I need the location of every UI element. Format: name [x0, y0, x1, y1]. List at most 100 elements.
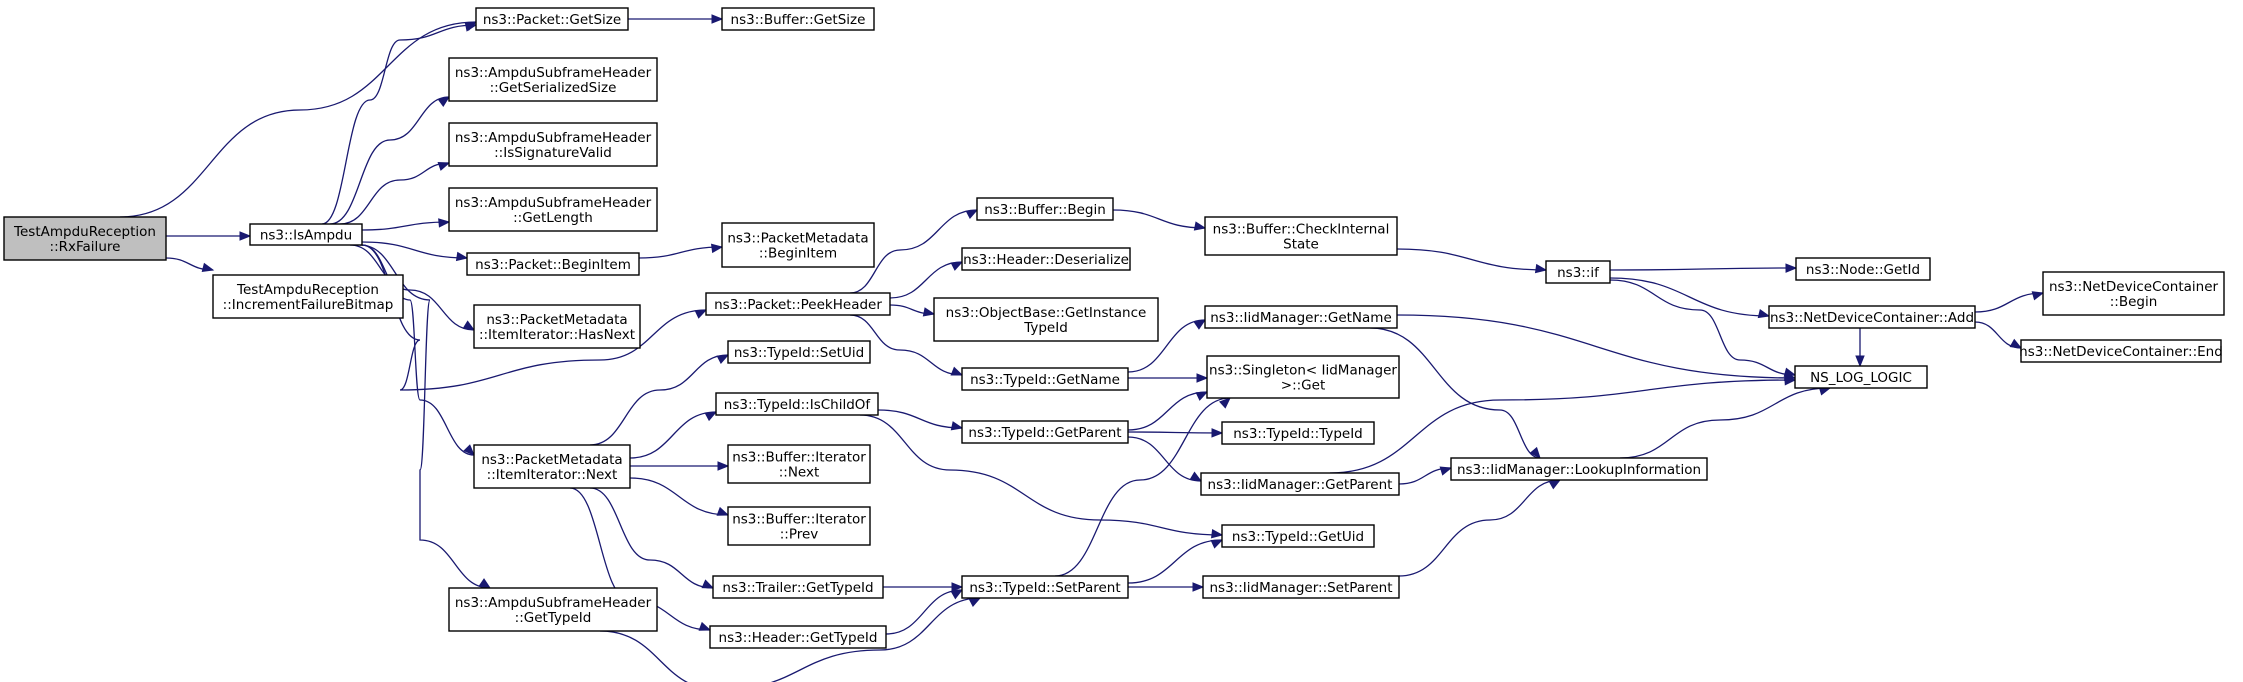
function-node-packet_peekheader[interactable]: ns3::Packet::PeekHeader [705, 292, 891, 316]
function-node-typeid_setparent[interactable]: ns3::TypeId::SetParent [961, 575, 1129, 599]
node-box [1221, 421, 1375, 445]
function-node-inc_failure[interactable]: TestAmpduReception::IncrementFailureBitm… [212, 274, 404, 319]
function-node-node_getid[interactable]: ns3::Node::GetId [1795, 257, 1931, 281]
function-node-buffer_iter_prev[interactable]: ns3::Buffer::Iterator::Prev [727, 506, 871, 546]
node-box [715, 392, 879, 416]
node-box [976, 197, 1114, 221]
arrow-head [2009, 338, 2023, 349]
function-node-packet_getsize[interactable]: ns3::Packet::GetSize [475, 7, 629, 31]
node-box [212, 274, 404, 319]
node-box [712, 575, 884, 599]
arrow-head [717, 461, 730, 471]
call-edge-iid_setparent-to-iid_lookup [1398, 479, 1561, 577]
call-edge-typeid_getname-to-iid_getname [1127, 319, 1206, 373]
arrow-head [437, 161, 451, 171]
arrow-head [694, 309, 708, 319]
function-node-typeid_getparent[interactable]: ns3::TypeId::GetParent [961, 420, 1129, 444]
function-node-buffer_iter_next[interactable]: ns3::Buffer::Iterator::Next [727, 444, 871, 484]
function-node-singleton_get[interactable]: ns3::Singleton< IidManager>::Get [1206, 355, 1400, 399]
arrow-head [2031, 291, 2045, 301]
call-edge-iid_getname-to-iid_lookup [1369, 327, 1541, 459]
arrow-head [710, 243, 724, 254]
function-node-typeid_setuid[interactable]: ns3::TypeId::SetUid [727, 340, 871, 364]
function-node-is_ampdu[interactable]: ns3::IsAmpdu [249, 223, 363, 246]
node-label-line: ns3::TypeId::GetUid [1232, 529, 1364, 545]
arrow-head [239, 231, 252, 241]
function-node-pm_beginitem[interactable]: ns3::PacketMetadata::BeginItem [721, 222, 875, 268]
arrow-head [716, 506, 730, 516]
arrow-head [1534, 263, 1548, 274]
function-node-iid_getparent[interactable]: ns3::IidManager::GetParent [1200, 472, 1400, 496]
call-edge-ns3_if-to-node_getid [1609, 267, 1797, 271]
arrow-head [462, 320, 476, 331]
node-label-line: NS_LOG_LOGIC [1810, 370, 1912, 386]
node-label-line: ::GetSerializedSize [490, 80, 617, 96]
function-node-ndc_end[interactable]: ns3::NetDeviceContainer::End [2019, 339, 2223, 363]
function-node-ndc_add[interactable]: ns3::NetDeviceContainer::Add [1768, 305, 1976, 329]
function-node-ndc_begin[interactable]: ns3::NetDeviceContainer::Begin [2042, 271, 2225, 316]
function-node-ampdu_signature[interactable]: ns3::AmpduSubframeHeader::IsSignatureVal… [448, 122, 658, 167]
node-box [448, 122, 658, 167]
call-edge-rx_failure-to-packet_getsize [119, 21, 477, 218]
function-node-iid_getname[interactable]: ns3::IidManager::GetName [1204, 305, 1398, 329]
function-node-ampdu_length[interactable]: ns3::AmpduSubframeHeader::GetLength [448, 187, 658, 232]
node-label-line: ns3::AmpduSubframeHeader [455, 65, 652, 81]
call-edge-ndc_add-to-ndc_begin [1974, 292, 2044, 313]
node-box [1768, 305, 1976, 329]
function-node-ampdu_gettypeid[interactable]: ns3::AmpduSubframeHeader::GetTypeId [448, 587, 658, 632]
function-node-pm_next[interactable]: ns3::PacketMetadata::ItemIterator::Next [473, 444, 631, 489]
arrow-head [1784, 375, 1797, 386]
arrow-head [968, 597, 982, 608]
function-node-typeid_ischildof[interactable]: ns3::TypeId::IsChildOf [715, 392, 879, 416]
node-label-line: ns3::NetDeviceContainer::End [2019, 344, 2223, 360]
arrow-head [1785, 263, 1798, 273]
function-node-packet_beginitem[interactable]: ns3::Packet::BeginItem [466, 252, 640, 276]
node-label-line: ::Prev [780, 527, 819, 543]
function-node-typeid_getname[interactable]: ns3::TypeId::GetName [961, 367, 1129, 391]
node-box [1206, 355, 1400, 399]
function-node-typeid_getuid[interactable]: ns3::TypeId::GetUid [1221, 524, 1375, 548]
arrow-head [950, 589, 964, 600]
node-box [727, 506, 871, 546]
call-edge-typeid_getparent-to-singleton_get [1127, 391, 1208, 431]
function-node-iid_setparent[interactable]: ns3::IidManager::SetParent [1202, 575, 1400, 599]
node-label-line: ::IncrementFailureBitmap [223, 297, 394, 313]
arrow-head [1189, 471, 1203, 482]
node-box [466, 252, 640, 276]
node-label-line: ns3::Header::GetTypeId [719, 630, 878, 646]
call-edge-typeid_ischildof-to-typeid_getuid [859, 414, 1223, 536]
function-node-typeid_typeid[interactable]: ns3::TypeId::TypeId [1221, 421, 1375, 445]
node-label-line: ns3::IsAmpdu [260, 228, 352, 244]
function-node-iid_lookup[interactable]: ns3::IidManager::LookupInformation [1450, 457, 1708, 481]
node-box [1450, 457, 1708, 481]
node-label-line: ns3::NetDeviceContainer [2049, 279, 2219, 295]
function-node-header_gettypeid[interactable]: ns3::Header::GetTypeId [709, 625, 887, 649]
node-box [961, 367, 1129, 391]
arrow-head [716, 354, 730, 365]
node-box [1204, 305, 1398, 329]
function-node-ampdu_serialized[interactable]: ns3::AmpduSubframeHeader::GetSerializedS… [448, 57, 658, 102]
call-edge-ns3_if-to-ns_log_logic [1609, 279, 1796, 376]
arrow-head [922, 307, 936, 317]
node-box [727, 340, 871, 364]
function-node-buffer_begin[interactable]: ns3::Buffer::Begin [976, 197, 1114, 221]
function-node-trailer_gettypeid[interactable]: ns3::Trailer::GetTypeId [712, 575, 884, 599]
node-label-line: ns3::NetDeviceContainer::Add [1770, 310, 1974, 326]
call-edge-packet_peekheader-to-typeid_getname [849, 314, 963, 376]
call-edge-is_ampdu-to-ampdu_serialized [329, 96, 450, 225]
arrow-head [1783, 367, 1797, 377]
function-node-rx_failure[interactable]: TestAmpduReception::RxFailure [3, 216, 167, 261]
edges [119, 14, 2045, 682]
arrow-head [1219, 397, 1231, 409]
node-label-line: TypeId [1023, 320, 1068, 336]
node-label-line: State [1283, 237, 1319, 253]
function-node-buffer_getsize[interactable]: ns3::Buffer::GetSize [721, 7, 875, 31]
arrow-head [711, 14, 724, 24]
function-node-ns_log_logic[interactable]: NS_LOG_LOGIC [1794, 365, 1928, 389]
node-box [705, 292, 891, 316]
function-node-ns3_if[interactable]: ns3::if [1545, 260, 1611, 284]
function-node-pm_hasnext[interactable]: ns3::PacketMetadata::ItemIterator::HasNe… [473, 304, 641, 349]
function-node-header_deserialize[interactable]: ns3::Header::Deserialize [961, 247, 1131, 271]
